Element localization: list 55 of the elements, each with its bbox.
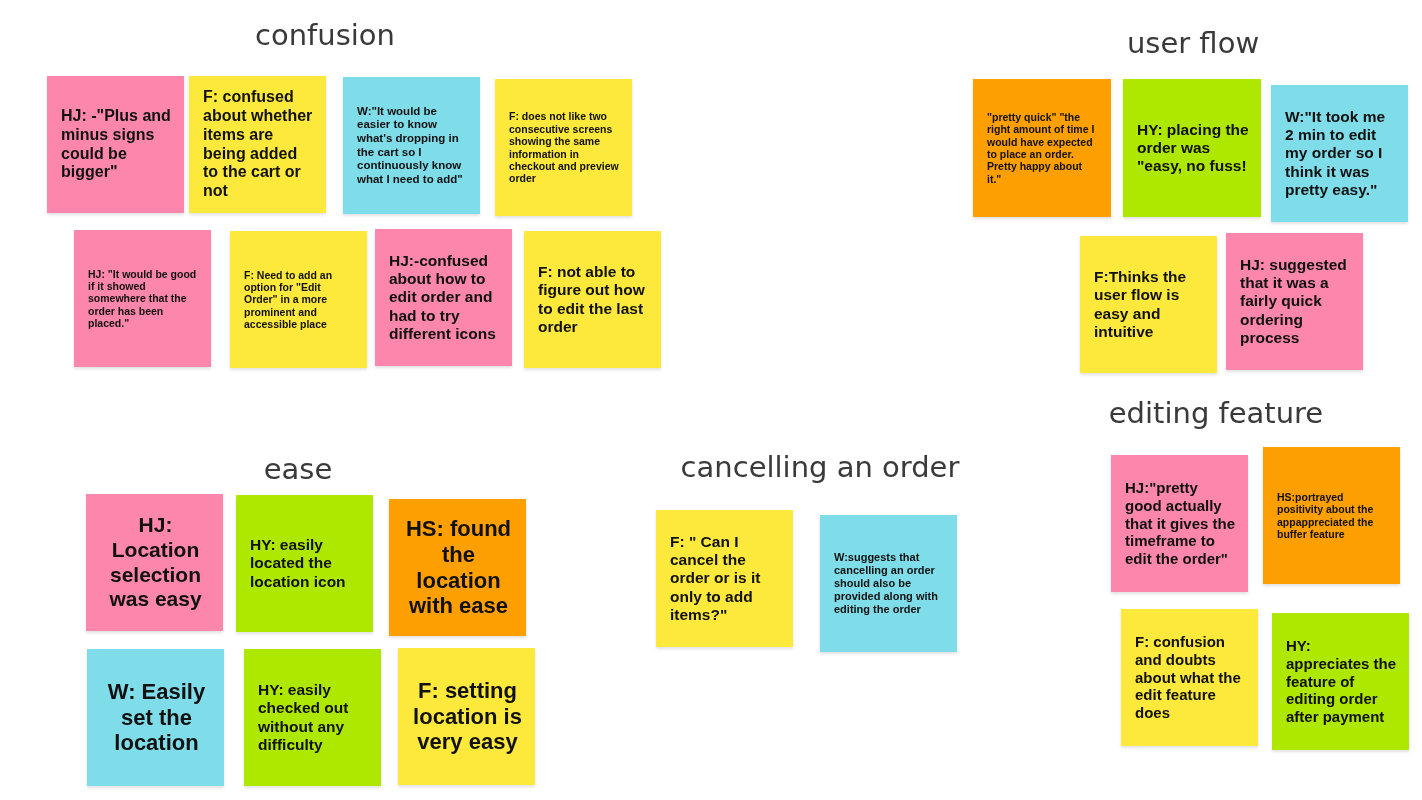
group-heading: editing feature (1108, 396, 1324, 430)
sticky-note (398, 648, 535, 785)
sticky-note (656, 510, 793, 647)
sticky-note (189, 76, 326, 213)
note-text: HJ: "It would be good if it showed somewhere that the order has been placed." (88, 267, 198, 330)
note-text: HJ: Location selection was easy (108, 512, 203, 613)
sticky-note (244, 649, 381, 786)
note-text: W:suggests that cancelling an order should also be provided along with editing the order (834, 551, 939, 616)
sticky-note (87, 649, 224, 786)
sticky-note (230, 231, 367, 368)
note-text: F: confused about whether items are being added to the cart or not (203, 87, 314, 202)
sticky-note (375, 229, 512, 366)
note-text: HY: placing the order was "easy, no fuss! (1137, 120, 1249, 176)
group-heading: cancelling an order (680, 450, 960, 484)
note-text: HJ: suggested that it was a fairly quick ordering process (1240, 255, 1348, 348)
note-text: F:Thinks the user flow is easy and intuitive (1094, 267, 1188, 342)
note-text: "pretty quick" "the right amount of time I would have expected to place an order. Pretty happy about it." (987, 110, 1096, 186)
sticky-note (74, 230, 211, 367)
sticky-note (1272, 613, 1409, 750)
note-text: HY: easily located the location icon (250, 536, 347, 591)
note-text: HJ:-confused about how to edit order and had to try different icons (389, 251, 497, 344)
sticky-note (47, 76, 184, 213)
note-text: F: setting location is very easy (412, 677, 523, 756)
note-text: F: not able to figure out how to edit the last order (538, 262, 646, 337)
note-text: W:"It took me 2 min to edit my order so I think it was pretty easy." (1285, 107, 1387, 200)
sticky-note (236, 495, 373, 632)
note-text: HJ:"pretty good actually that it gives the timeframe to edit the order" (1125, 479, 1236, 568)
note-text: F: " Can I cancel the order or is it only to add items?" (670, 532, 762, 625)
sticky-note (1121, 609, 1258, 746)
note-text: W: Easily set the location (106, 678, 207, 757)
sticky-note (1080, 236, 1217, 373)
sticky-note (973, 79, 1111, 217)
note-text: W:"It would be easier to know what's dropping in the cart so I continuously know what I need to add" (357, 104, 464, 187)
sticky-note (1226, 233, 1363, 370)
sticky-note (820, 515, 957, 652)
sticky-note (1111, 455, 1248, 592)
note-text: F: does not like two consecutive screens showing the same information in checkout and preview order (509, 110, 620, 185)
sticky-note (1271, 85, 1408, 222)
sticky-note (1263, 447, 1400, 584)
note-text: HS:portrayed positivity about the appappreciated the buffer feature (1277, 490, 1375, 541)
group-heading: ease (263, 452, 333, 486)
note-text: F: Need to add an option for "Edit Order" in a more prominent and accessible place (244, 268, 334, 331)
sticky-note (524, 231, 661, 368)
sticky-note (343, 77, 480, 214)
group-heading: confusion (255, 18, 395, 52)
note-text: HY: easily checked out without any difficulty (258, 680, 350, 755)
note-text: HJ: -"Plus and minus signs could be bigger" (61, 106, 172, 183)
note-text: F: confusion and doubts about what the edit feature does (1135, 633, 1242, 722)
note-text: HS: found the location with ease (404, 515, 513, 620)
sticky-note (495, 79, 632, 216)
group-heading: user flow (1126, 26, 1260, 60)
sticky-note (389, 499, 526, 636)
sticky-note (86, 494, 223, 631)
sticky-note (1123, 79, 1261, 217)
note-text: HY: appreciates the feature of editing order after payment (1286, 637, 1397, 726)
